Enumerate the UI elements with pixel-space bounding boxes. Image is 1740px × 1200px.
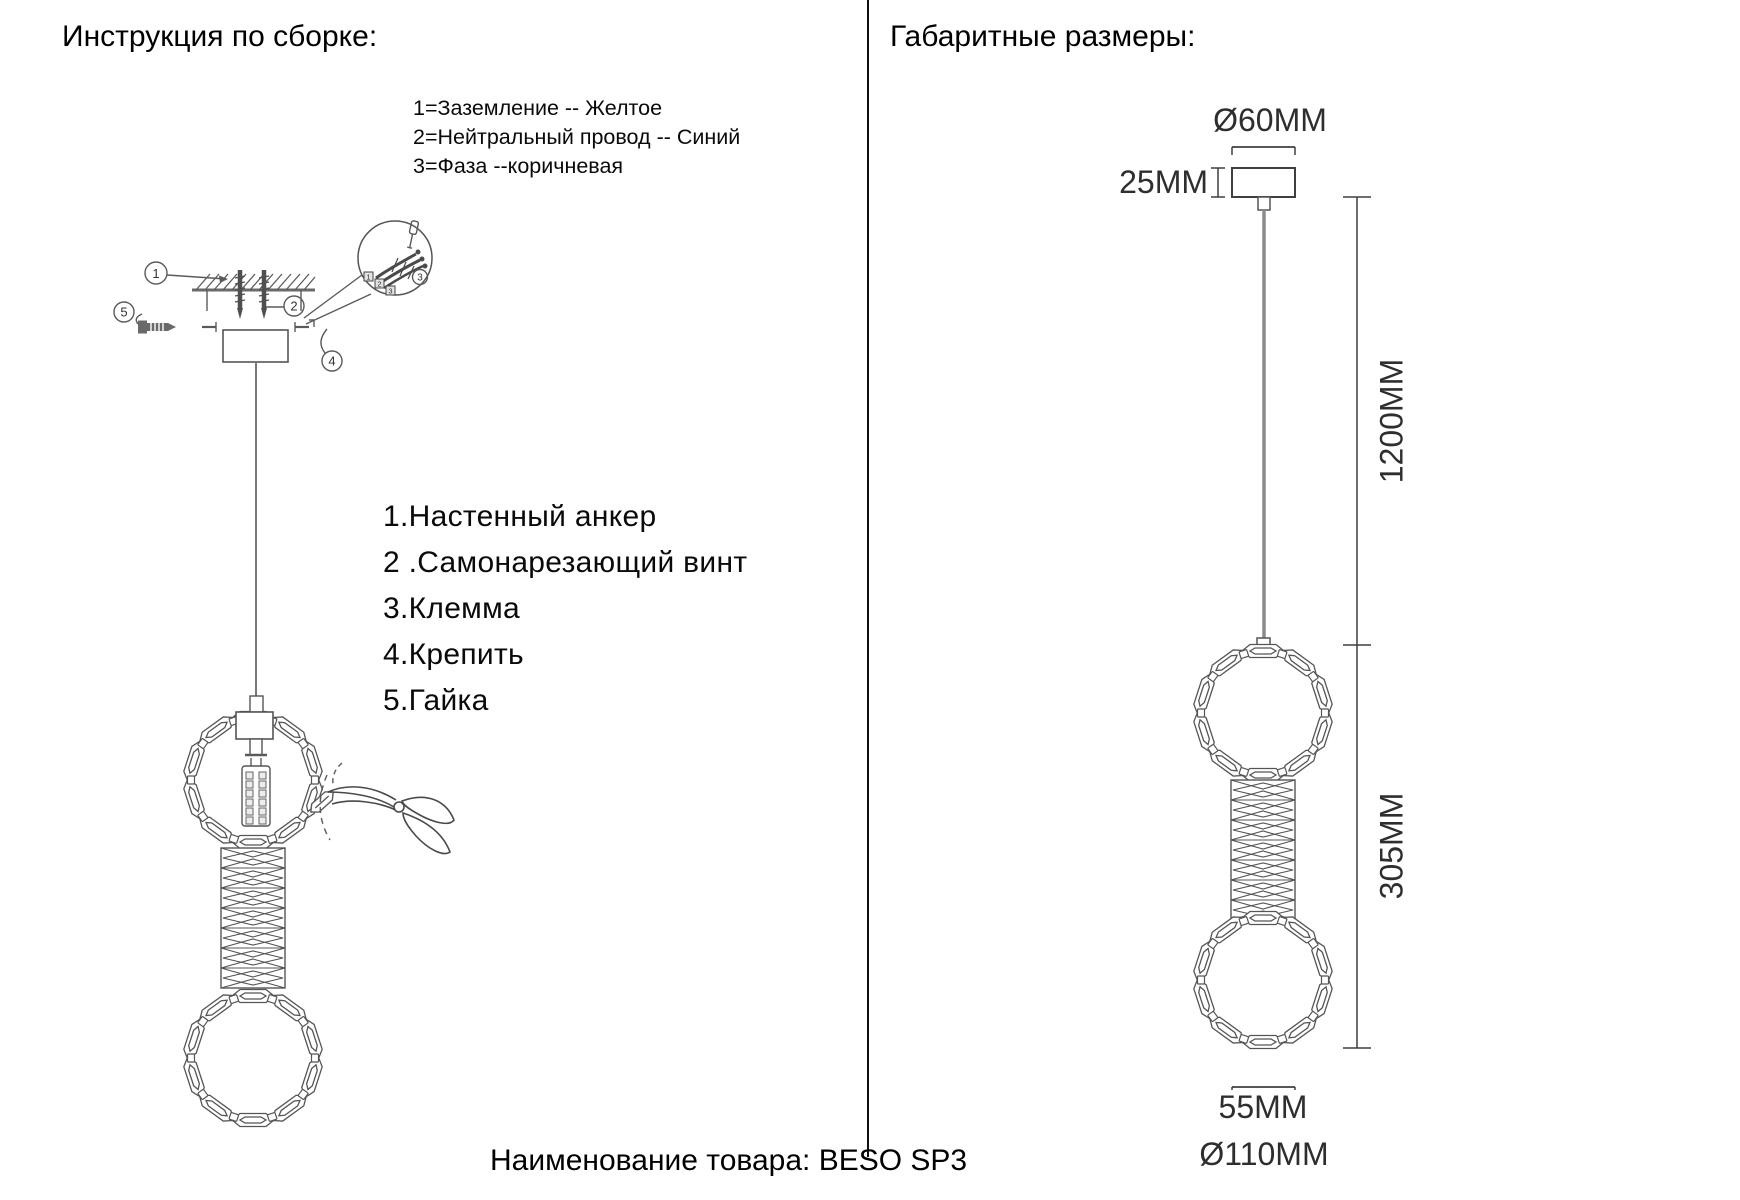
wire-legend-line-ground: 1=Заземление -- Желтое xyxy=(413,96,663,120)
canopy-diameter-bracket xyxy=(1231,146,1296,155)
motion-arc xyxy=(332,762,343,785)
pendant-lamp-drawing xyxy=(181,695,324,1127)
pendant-lamp-drawing xyxy=(1191,637,1334,1049)
callout-mount: 4 xyxy=(320,328,343,372)
left-panel-title: Инструкция по сборке: xyxy=(62,20,378,53)
column-width-label: 55MM xyxy=(1218,1089,1308,1125)
terminal-labels: 1 2 3 xyxy=(363,271,396,296)
parts-list-item-anchor: 1.Настенный анкер xyxy=(383,500,657,533)
wire-legend-line-phase: 3=Фаза --коричневая xyxy=(413,154,624,178)
right-panel-title: Габаритные размеры: xyxy=(890,20,1196,53)
panel-divider xyxy=(867,0,869,1157)
screwdriver-icon xyxy=(407,220,420,249)
callout-nut: 5 xyxy=(113,301,176,334)
parts-list-item-screw: 2 .Самонарезающий винт xyxy=(383,546,748,579)
wiring-detail-circle: 1 2 3 3 xyxy=(357,220,433,296)
body-height-label: 305MM xyxy=(1373,792,1410,900)
terminal-label-1: 1 xyxy=(366,273,370,282)
callout-terminal: 3 xyxy=(411,268,429,286)
canopy-connector xyxy=(1257,196,1271,211)
socket-stem xyxy=(249,738,263,756)
detail-leader-line xyxy=(305,293,372,325)
motion-arc xyxy=(319,774,331,841)
parts-list: 1.Настенный анкер 2 .Самонарезающий винт… xyxy=(383,494,747,724)
dimensions-diagram xyxy=(1080,146,1371,1090)
column-width-bracket xyxy=(1231,1086,1296,1090)
wire-legend: 1=Заземление -- Желтое 2=Нейтральный про… xyxy=(413,94,740,181)
terminal-label-2: 2 xyxy=(377,280,381,289)
suspension-length-label: 1200MM xyxy=(1373,358,1410,484)
bottom-crystal-ring xyxy=(1191,912,1334,1049)
wire-legend-line-neutral: 2=Нейтральный провод -- Синий xyxy=(413,125,741,149)
body-diameter-label: Ø110MM xyxy=(1199,1136,1329,1172)
crystal-column xyxy=(1231,780,1295,920)
callout-anchor-number: 1 xyxy=(152,266,159,281)
ceiling-hatch xyxy=(192,273,316,311)
canopy-height-label: 25MM xyxy=(1119,164,1208,200)
crystal-column xyxy=(221,848,285,988)
top-crystal-ring xyxy=(1191,645,1334,782)
callout-mount-number: 4 xyxy=(328,354,335,369)
vertical-dimension-line xyxy=(1343,196,1371,1049)
pliers-icon xyxy=(327,786,455,855)
detail-leader-line xyxy=(303,271,367,319)
socket-box xyxy=(235,711,274,740)
callout-screw-number: 2 xyxy=(290,299,297,314)
parts-list-item-nut: 5.Гайка xyxy=(383,684,489,717)
bolt-drawing xyxy=(135,313,176,334)
assembly-diagram: 1 2 5 xyxy=(113,220,455,1140)
callout-anchor: 1 xyxy=(144,261,228,285)
product-name-caption: Наименование товара: BESO SP3 xyxy=(490,1144,968,1177)
canopy-drawing xyxy=(1231,167,1296,198)
bottom-crystal-ring xyxy=(181,990,324,1127)
g9-bulb xyxy=(241,758,271,827)
callout-terminal-number: 3 xyxy=(417,273,423,284)
callout-screw: 2 xyxy=(266,295,305,317)
canopy-diameter-label: Ø60MM xyxy=(1213,102,1327,138)
canopy-drawing xyxy=(202,319,315,363)
parts-list-item-mount: 4.Крепить xyxy=(383,638,524,671)
lamp-connector xyxy=(249,695,264,713)
canopy-height-dim xyxy=(1211,167,1225,198)
terminal-label-3: 3 xyxy=(388,287,392,296)
callout-nut-number: 5 xyxy=(120,305,127,320)
parts-list-item-terminal: 3.Клемма xyxy=(383,592,521,625)
